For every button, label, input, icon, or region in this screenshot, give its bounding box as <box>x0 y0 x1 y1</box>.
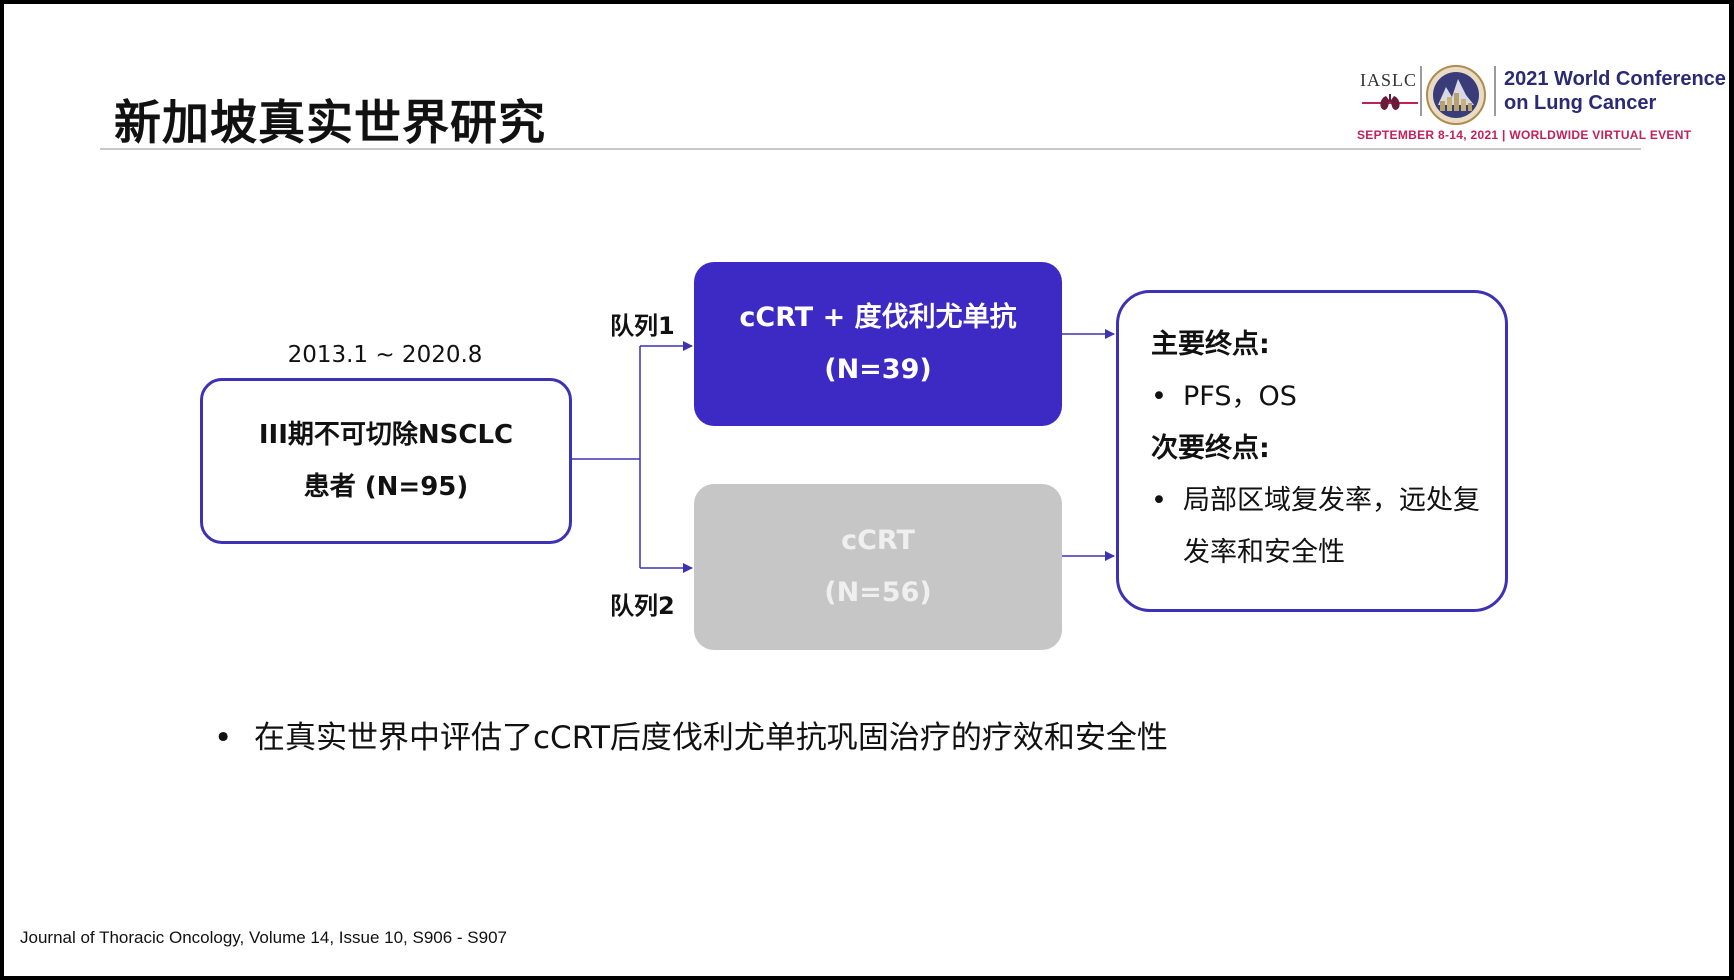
endpoints-box: 主要终点: PFS，OS 次要终点: 局部区域复发率，远处复发率和安全性 <box>1116 290 1508 612</box>
slide-title: 新加坡真实世界研究 <box>114 96 546 151</box>
slide: 新加坡真实世界研究 IASLC 2021 World Conference on… <box>4 4 1729 976</box>
study-period: 2013.1 ~ 2020.8 <box>287 342 483 368</box>
bullet-marker: • <box>214 720 233 756</box>
conference-title-line1: 2021 World Conference <box>1504 68 1726 90</box>
conference-title-line2: on Lung Cancer <box>1504 92 1657 114</box>
patients-box: III期不可切除NSCLC 患者 (N=95) <box>200 378 572 544</box>
summary-bullet: • 在真实世界中评估了cCRT后度伐利尤单抗巩固治疗的疗效和安全性 <box>214 712 1168 757</box>
conference-title: 2021 World Conference on Lung Cancer <box>1504 67 1726 115</box>
flow-connectors <box>572 329 1115 573</box>
conference-logo: IASLC 2021 World Conference on Lung Canc… <box>1352 62 1729 152</box>
logo-divider-2 <box>1494 66 1496 116</box>
patients-line1: III期不可切除NSCLC <box>258 420 514 450</box>
patients-line2: 患者 (N=95) <box>303 472 469 502</box>
conference-seal-icon <box>1426 65 1486 125</box>
cohort1-n: (N=39) <box>824 354 932 385</box>
cohort2-box: cCRT (N=56) <box>694 484 1062 650</box>
secondary-endpoint-heading: 次要终点: <box>1151 433 1270 464</box>
cohort1-treatment: cCRT + 度伐利尤单抗 <box>739 302 1017 333</box>
iaslc-wordmark: IASLC <box>1360 70 1418 90</box>
primary-endpoint-item: PFS，OS <box>1151 371 1483 423</box>
summary-bullet-text: 在真实世界中评估了cCRT后度伐利尤单抗巩固治疗的疗效和安全性 <box>254 720 1168 756</box>
logo-divider <box>1420 66 1422 116</box>
cohort1-box: cCRT + 度伐利尤单抗 (N=39) <box>694 262 1062 426</box>
lung-icon <box>1362 94 1418 110</box>
secondary-endpoint-item: 局部区域复发率，远处复发率和安全性 <box>1151 475 1483 579</box>
primary-endpoint-heading: 主要终点: <box>1151 329 1270 360</box>
cohort2-n: (N=56) <box>824 577 932 608</box>
citation: Journal of Thoracic Oncology, Volume 14,… <box>20 928 507 947</box>
cohort1-label: 队列1 <box>610 312 675 340</box>
title-divider <box>100 148 1641 150</box>
cohort2-label: 队列2 <box>610 592 675 620</box>
conference-dates: SEPTEMBER 8-14, 2021 | WORLDWIDE VIRTUAL… <box>1357 128 1692 142</box>
cohort2-treatment: cCRT <box>841 525 915 556</box>
